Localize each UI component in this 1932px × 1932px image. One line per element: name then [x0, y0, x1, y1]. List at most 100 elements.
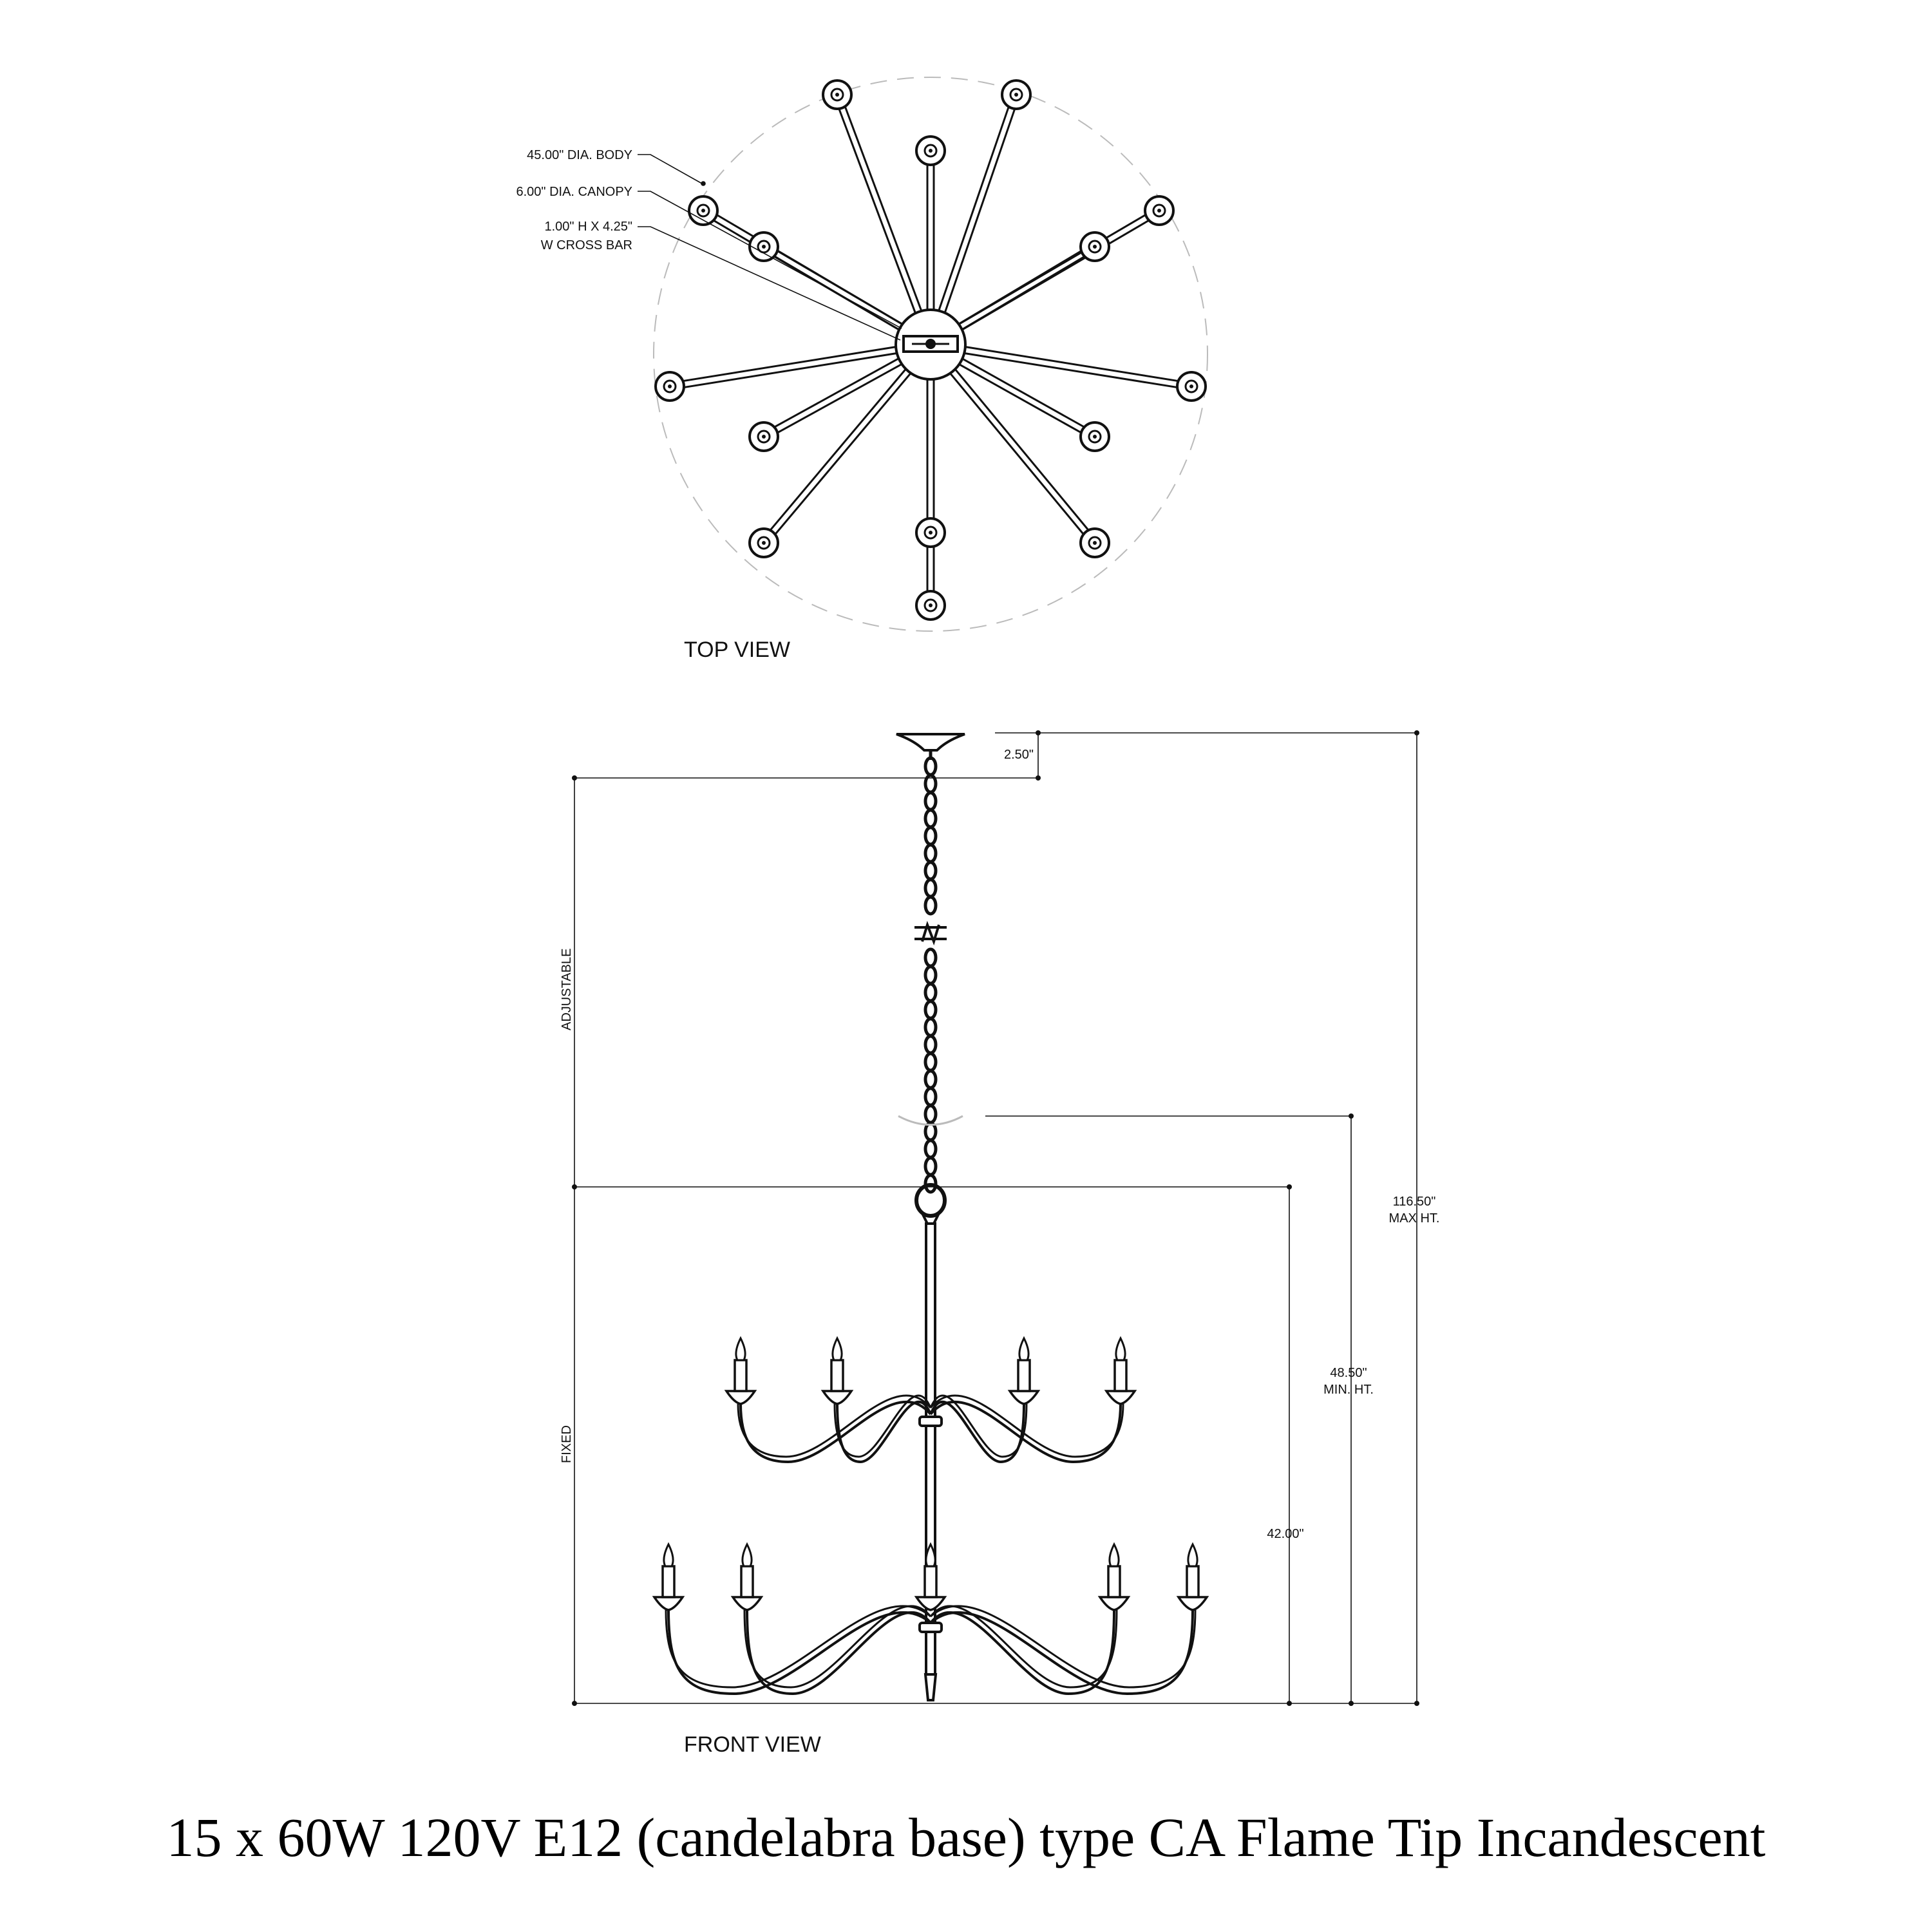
ceiling-canopy [896, 733, 965, 752]
top-arm [926, 379, 935, 591]
top-arm [926, 165, 935, 310]
candle-sleeve [1113, 1359, 1128, 1392]
upper-arm-inner [737, 1394, 932, 1458]
candle [724, 1336, 757, 1405]
candle [1097, 1542, 1131, 1611]
chain-link [923, 1156, 938, 1177]
callout-canopy-diameter: 6.00" DIA. CANOPY [516, 185, 633, 199]
top-arm [958, 357, 1084, 433]
bobeche [1176, 1596, 1209, 1611]
candle-sleeve [1107, 1565, 1121, 1598]
candle-sleeve [661, 1565, 676, 1598]
chain-link [923, 878, 938, 898]
bobeche [652, 1596, 685, 1611]
chain-link [923, 1139, 938, 1159]
upper-arm [929, 1400, 1025, 1464]
label-fixed: FIXED [560, 1425, 574, 1463]
canopy-top [895, 308, 967, 381]
front-view-title: FRONT VIEW [684, 1732, 821, 1757]
chain-link [923, 791, 938, 811]
suspension-chain [923, 756, 938, 1194]
top-view-arms [683, 106, 1179, 591]
candle-sleeve [1186, 1565, 1200, 1598]
top-arm [964, 346, 1179, 388]
candle-cup-top [748, 231, 779, 262]
chain-break-symbol [914, 920, 947, 946]
candle-cup-top [915, 590, 946, 621]
flame-tip-bulb [663, 1542, 674, 1567]
lower-tier-arms [665, 1605, 1197, 1696]
lower-arm-inner [665, 1605, 931, 1689]
chain-link [923, 999, 938, 1020]
bobeche [914, 1596, 947, 1611]
candle-cup-top [915, 135, 946, 166]
chain-link [923, 1173, 938, 1194]
top-arm [713, 214, 903, 331]
chain-link [923, 1034, 938, 1055]
bulb-spec: 15 x 60W 120V E12 (candelabra base) type… [166, 1806, 1765, 1868]
top-view-candle-cups [654, 79, 1207, 621]
candle [820, 1336, 854, 1405]
top-arm [774, 357, 902, 434]
chain-link [923, 1104, 938, 1124]
flame-tip-bulb [735, 1336, 746, 1361]
suspension-ring [914, 1183, 947, 1218]
body-diameter-outline [653, 77, 1208, 632]
callout-body-diameter: 45.00" DIA. BODY [527, 148, 632, 162]
top-arm [958, 214, 1150, 331]
callout-leaders [638, 154, 902, 341]
candle [1104, 1336, 1137, 1405]
flame-tip-bulb [1018, 1336, 1030, 1361]
label-max-height-text: MAX HT. [1389, 1211, 1440, 1226]
front-view: ADJUSTABLE FIXED 2.50" 116.50" MAX HT. 4… [560, 730, 1439, 1757]
label-adjustable: ADJUSTABLE [560, 949, 574, 1030]
lower-arm [667, 1609, 932, 1696]
upper-arm-inner [929, 1394, 1124, 1458]
candle-cup-top [1001, 79, 1032, 110]
candle-cup-top [822, 79, 853, 110]
chain-link [923, 826, 938, 846]
chain-link [923, 843, 938, 864]
top-arm [838, 106, 923, 314]
bobeche [1007, 1390, 1041, 1405]
top-view-title: TOP VIEW [684, 638, 790, 662]
top-arm [938, 106, 1016, 314]
label-min-height-text: MIN. HT. [1323, 1383, 1374, 1397]
top-arm [949, 368, 1089, 535]
label-fixed-height: 42.00" [1267, 1527, 1303, 1541]
candle-cup-top [1079, 527, 1110, 558]
upper-arm-inner [833, 1394, 932, 1458]
candle-cup-top [1079, 231, 1110, 262]
bobeche [820, 1390, 854, 1405]
top-arm [958, 250, 1085, 330]
lower-tier-collar [918, 1622, 943, 1633]
flame-tip-bulb [1115, 1336, 1126, 1361]
flame-tip-bulb [741, 1542, 753, 1567]
candle-cup-top [915, 517, 946, 548]
chain-link [923, 1017, 938, 1037]
candle [730, 1542, 764, 1611]
top-arm [770, 368, 912, 535]
dimension-lines [574, 732, 1418, 1704]
candle-cup-top [748, 421, 779, 452]
top-view: 45.00" DIA. BODY 6.00" DIA. CANOPY 1.00"… [516, 77, 1208, 662]
lower-arm-inner [929, 1605, 1118, 1689]
candle [652, 1542, 685, 1611]
callout-crossbar-line2: W CROSS BAR [541, 238, 632, 252]
candle-cup-top [1176, 371, 1207, 402]
label-min-height-value: 48.50" [1330, 1366, 1367, 1380]
candle-sleeve [740, 1565, 754, 1598]
callout-crossbar-line1: 1.00" H X 4.25" [544, 220, 632, 234]
candle-sleeve [923, 1565, 938, 1598]
candle-cup-top [1144, 195, 1175, 226]
candle [1007, 1336, 1041, 1405]
bobeche [724, 1390, 757, 1405]
chain-link [923, 1086, 938, 1107]
bobeche [1104, 1390, 1137, 1405]
chain-link [923, 756, 938, 777]
lower-arm-inner [743, 1605, 932, 1689]
candle [1176, 1542, 1209, 1611]
candle-sleeve [830, 1359, 844, 1392]
candle [914, 1542, 947, 1611]
